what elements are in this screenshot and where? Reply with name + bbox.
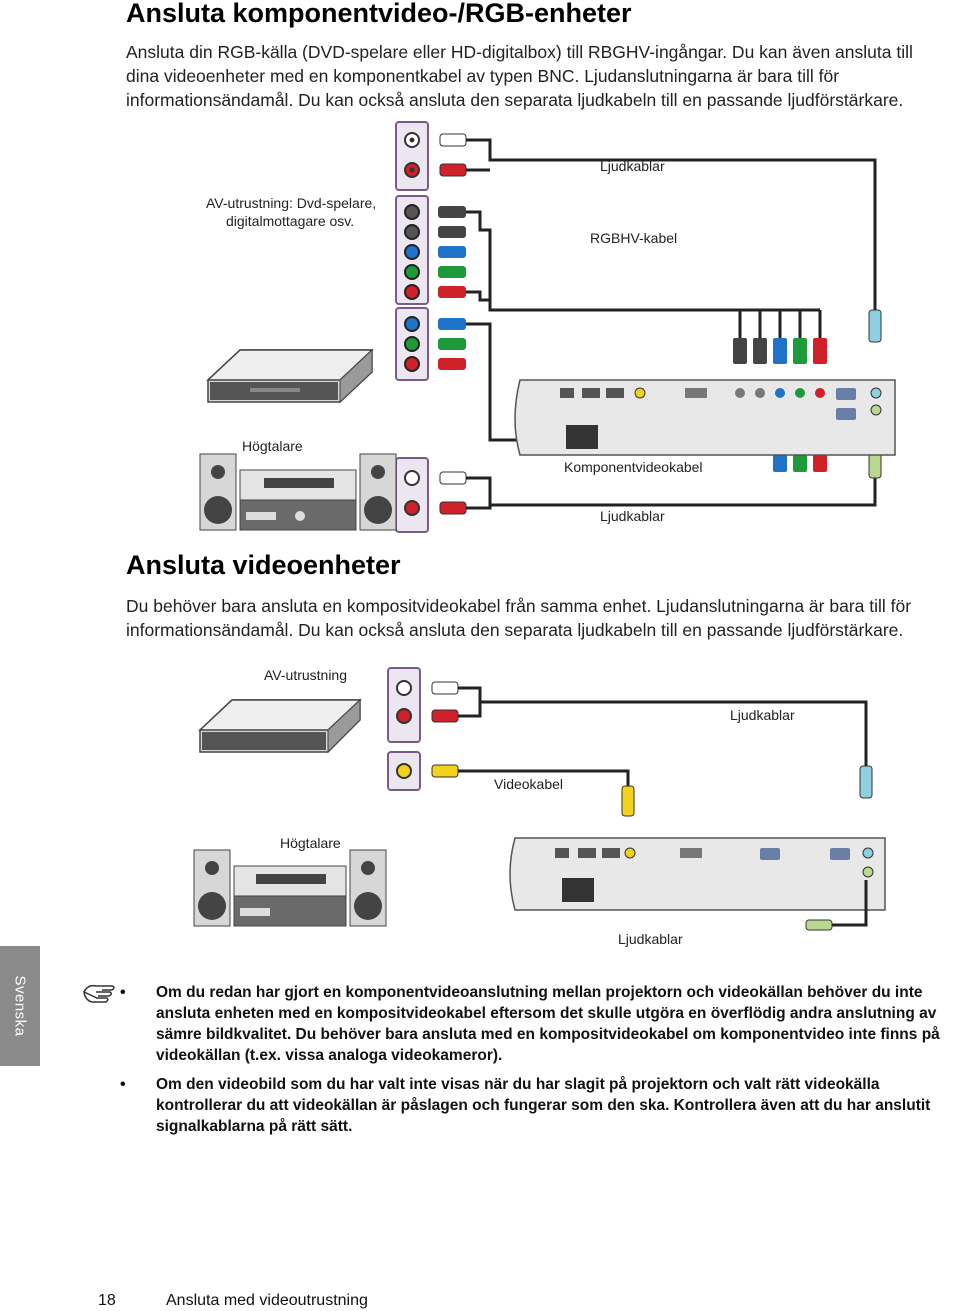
label-audio-cables-bottom: Ljudkablar: [600, 508, 665, 524]
projector-rear-panel: [514, 379, 896, 456]
label-audio-cables-top-2: Ljudkablar: [730, 707, 795, 723]
label-audio-cables-bottom-2: Ljudkablar: [618, 931, 683, 947]
rca-plugs-speaker: [439, 471, 467, 515]
note-hand-icon: [83, 984, 115, 1003]
note-item: • Om du redan har gjort en komponentvide…: [120, 982, 960, 1066]
bullet-icon: •: [120, 1076, 126, 1093]
composite-audio-cable-top: [458, 686, 868, 770]
page-number: 18: [98, 1292, 116, 1309]
composite-video-cable: [458, 769, 630, 788]
bnc-plugs-rgbhv: [438, 206, 466, 298]
rgbhv-cable-line: [466, 210, 492, 302]
bullet-icon: •: [120, 984, 126, 1001]
note-item: • Om den videobild som du har valt inte …: [120, 1074, 960, 1137]
stereo-system-icon: [199, 453, 397, 531]
notes-list: • Om du redan har gjort en komponentvide…: [120, 982, 960, 1145]
label-av-equipment-line1: AV-utrustning: Dvd-spelare,: [206, 195, 376, 211]
label-speakers-2: Högtalare: [280, 835, 341, 851]
dvd-player-icon: [206, 348, 374, 404]
audio-cable-top-line: [466, 138, 877, 310]
label-rgbhv-cable: RGBHV-kabel: [590, 230, 677, 246]
composite-plugs: [431, 681, 459, 778]
label-audio-cables-top: Ljudkablar: [600, 158, 665, 174]
rgbhv-projector-connectors: [733, 338, 827, 364]
audio-cable-bottom-line: [466, 470, 877, 510]
speaker-audio-jack-panel: [395, 457, 429, 533]
projector-rear-panel-2: [509, 837, 886, 911]
source-component-jack-panel: [395, 307, 429, 381]
section-title-component: Ansluta komponentvideo-/RGB-enheter: [126, 0, 632, 28]
note-text: Om du redan har gjort en komponentvideoa…: [156, 984, 940, 1064]
footer-chapter-title: Ansluta med videoutrustning: [166, 1292, 368, 1309]
composite-audio-cable-bottom: [830, 880, 868, 927]
label-av-equipment: AV-utrustning: [264, 667, 347, 683]
label-video-cable: Videokabel: [494, 776, 563, 792]
label-av-equipment-line2: digitalmottagare osv.: [226, 213, 354, 229]
source-audio-jack-panel: [395, 121, 429, 191]
language-tab-label: Svenska: [11, 975, 29, 1037]
composite-audio-minijack: [859, 765, 873, 799]
section-paragraph-video: Du behöver bara ansluta en kompositvideo…: [126, 596, 912, 640]
source-rgbhv-jack-panel: [395, 195, 429, 305]
composite-connection-diagram: AV-utrustning Ljudkablar Videokabel Högt…: [193, 667, 886, 947]
av-audio-jack-panel: [387, 667, 421, 743]
stereo-system-icon-2: [193, 849, 387, 927]
component-connection-diagram: Ljudkablar AV-utrustning: Dvd-spelare, d…: [199, 121, 896, 533]
bnc-plugs-component: [438, 318, 466, 370]
note-text: Om den videobild som du har valt inte vi…: [156, 1076, 931, 1135]
label-component-cable: Komponentvideokabel: [564, 459, 703, 475]
audio-minijack-top: [868, 309, 882, 343]
section-paragraph-component: Ansluta din RGB-källa (DVD-spelare eller…: [126, 42, 913, 110]
rca-plugs-top: [439, 133, 467, 177]
label-speakers-1: Högtalare: [242, 438, 303, 454]
language-side-tab: Svenska: [0, 946, 40, 1066]
av-equipment-icon: [198, 698, 362, 754]
av-video-jack-panel: [387, 751, 421, 791]
section-title-video: Ansluta videoenheter: [126, 550, 401, 580]
composite-video-plug: [621, 785, 635, 817]
